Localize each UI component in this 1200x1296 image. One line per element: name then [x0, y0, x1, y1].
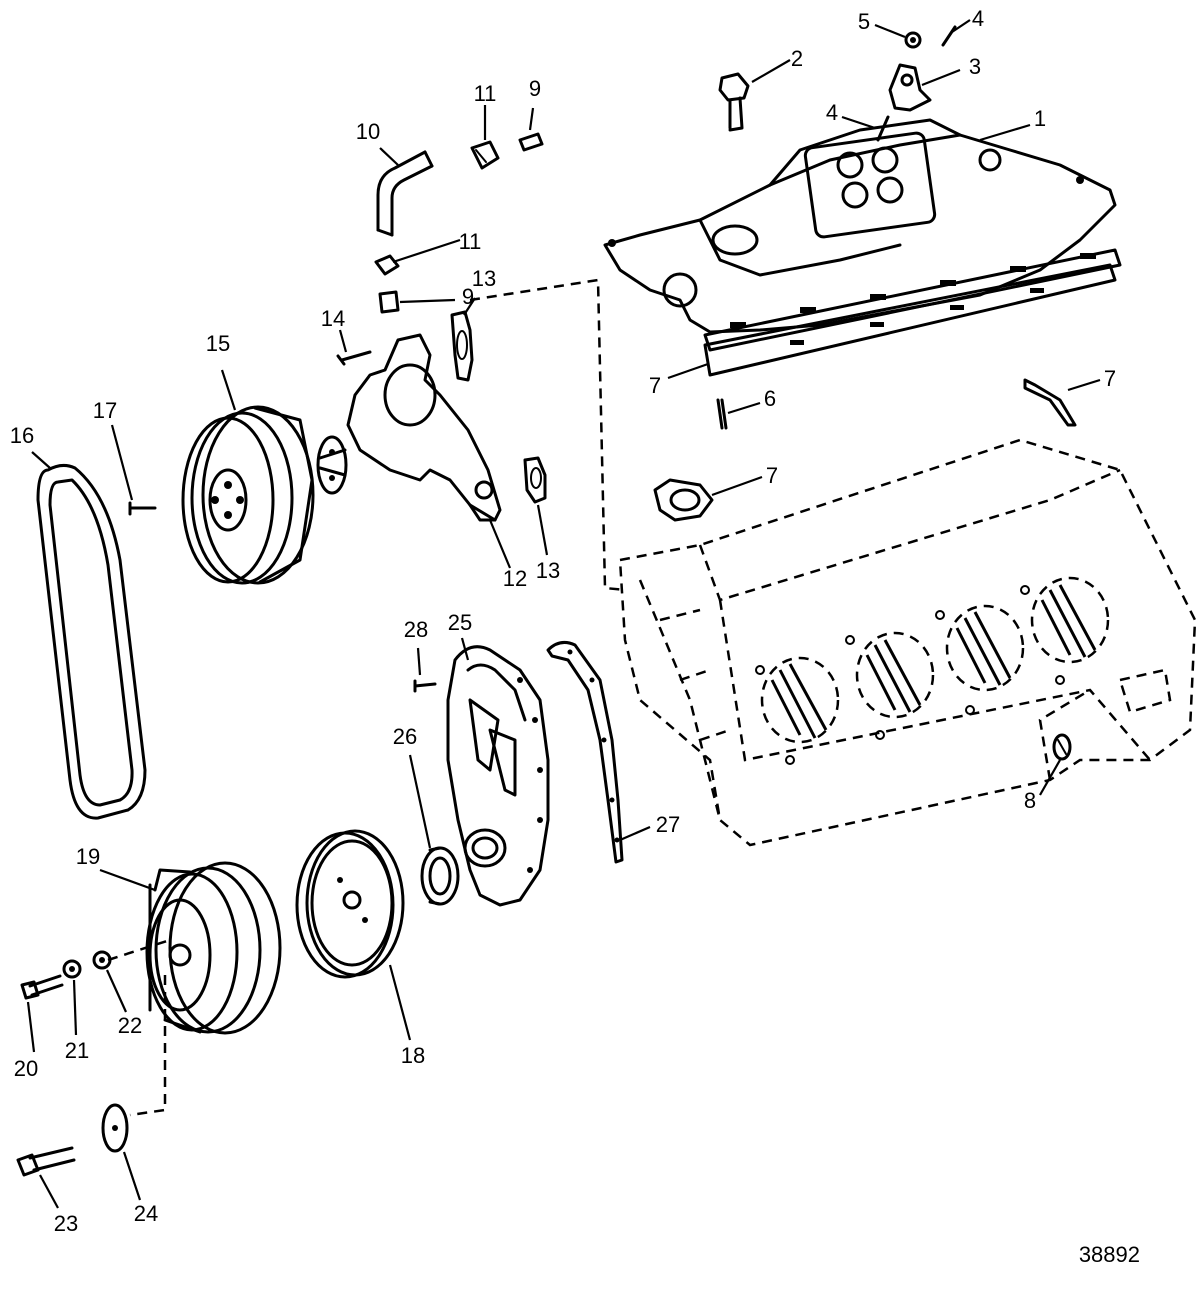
callout-27: 27: [656, 812, 680, 837]
timing-cover: [446, 645, 550, 907]
oil-seal: [420, 846, 460, 906]
callout-4-lower: 4: [826, 100, 838, 125]
water-pump-gasket: [523, 456, 547, 504]
callout-10: 10: [356, 119, 380, 144]
crank-bolt-long: [16, 1146, 76, 1177]
cylinder-bore-2: [855, 631, 935, 719]
callout-4-upper: 4: [972, 6, 984, 31]
drive-belt: [36, 463, 147, 820]
callout-16: 16: [10, 423, 34, 448]
callout-23: 23: [54, 1211, 78, 1236]
timing-cover-gasket: [546, 640, 624, 864]
callout-13-lower: 13: [536, 558, 560, 583]
callout-5: 5: [858, 9, 870, 34]
callout-11-upper: 11: [474, 81, 497, 106]
callout-14: 14: [321, 306, 345, 331]
water-pump-pulley: [181, 405, 315, 585]
callout-9-upper: 9: [529, 76, 541, 101]
lock-washer: [62, 959, 82, 979]
callout-22: 22: [118, 1013, 142, 1038]
cylinder-bore-1: [760, 656, 840, 744]
callout-19: 19: [76, 844, 100, 869]
hose-clamp: [374, 254, 400, 276]
engine-block-outline: [618, 438, 1197, 847]
figure-number: 38892: [1079, 1242, 1140, 1267]
cylinder-bore-4: [1030, 576, 1110, 664]
cylinder-bore-3: [945, 604, 1025, 692]
callout-12: 12: [503, 566, 527, 591]
callout-3: 3: [969, 54, 981, 79]
callout-labels: 1 2 3 4 4 5 6 7 7 7 8 9 9 10 11 11 12 13…: [10, 6, 1116, 1236]
end-seal: [1023, 378, 1077, 427]
crank-washer: [101, 1103, 129, 1153]
flat-washer: [92, 950, 112, 970]
callout-8: 8: [1024, 788, 1036, 813]
timing-cover-bolt: [413, 679, 437, 693]
water-pump-bolt: [336, 350, 372, 366]
nut: [904, 31, 922, 49]
callout-6: 6: [764, 386, 776, 411]
intake-manifold: [603, 118, 1122, 352]
callout-7-left: 7: [649, 373, 661, 398]
callout-25: 25: [448, 610, 472, 635]
callout-24: 24: [134, 1201, 158, 1226]
callout-20: 20: [14, 1056, 38, 1081]
intake-gasket: [703, 263, 1117, 377]
stud: [941, 25, 957, 47]
callout-9-lower: 9: [462, 284, 474, 309]
crankshaft-pulley: [145, 861, 282, 1035]
dowel-pin: [716, 398, 728, 430]
plug: [1052, 733, 1072, 761]
callout-7-right: 7: [1104, 366, 1116, 391]
callout-13-upper: 13: [472, 266, 496, 291]
stud: [876, 115, 890, 142]
water-pump: [316, 333, 502, 522]
leader-lines: [26, 19, 1101, 1209]
bypass-hose: [376, 150, 434, 237]
water-pump-gasket: [450, 310, 474, 382]
hose-clamp: [470, 140, 500, 170]
harmonic-balancer: [295, 829, 405, 979]
crank-bolt-short: [20, 974, 64, 1000]
callout-7-middle: 7: [766, 463, 778, 488]
callout-1: 1: [1034, 106, 1046, 131]
thermostat-gasket: [653, 478, 714, 522]
callout-26: 26: [393, 724, 417, 749]
callout-18: 18: [401, 1043, 425, 1068]
pulley-bolt: [128, 501, 157, 516]
callout-11-lower: 11: [459, 229, 482, 254]
hose-fitting: [378, 290, 400, 314]
bracket: [888, 63, 932, 112]
manifold-bolt: [718, 72, 750, 132]
callout-2: 2: [791, 46, 803, 71]
callout-17: 17: [93, 398, 117, 423]
callout-28: 28: [404, 617, 428, 642]
hose-fitting: [518, 132, 544, 152]
alignment-line-water-pump: [469, 278, 626, 592]
callout-15: 15: [206, 331, 230, 356]
callout-21: 21: [65, 1038, 89, 1063]
alignment-line-crank: [107, 938, 171, 1117]
